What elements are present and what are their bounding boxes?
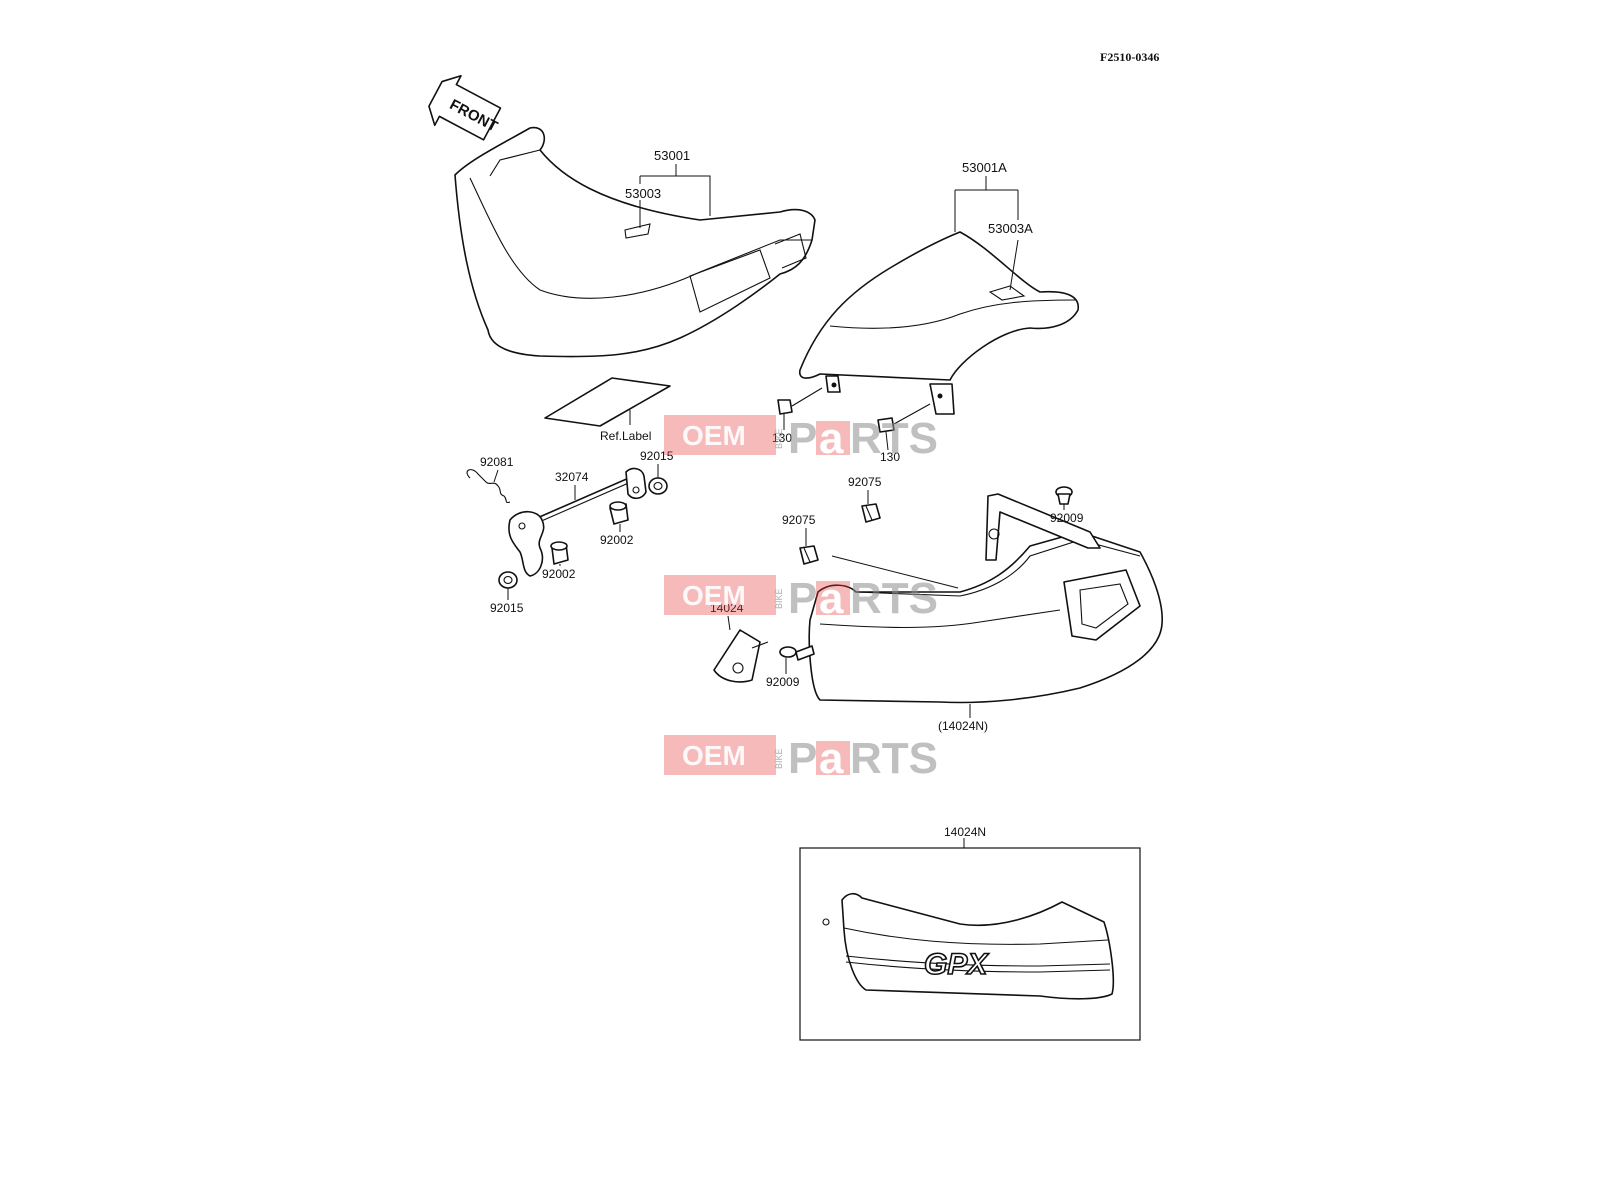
label-92081: 92081 [480, 455, 514, 469]
damper-92002-bottom [550, 541, 569, 565]
label-92002-bottom: 92002 [542, 567, 576, 581]
label-130-right: 130 [880, 450, 900, 464]
label-92075-lower: 92075 [782, 513, 816, 527]
spring-92081 [466, 469, 511, 504]
svg-text:BIKE: BIKE [774, 428, 784, 449]
label-92009-lower: 92009 [766, 675, 800, 689]
front-seat-latch [624, 223, 651, 239]
watermark-2: OEM BIKE P a RTS [664, 574, 938, 623]
rear-seat[interactable] [798, 231, 1079, 415]
nut-92075-upper [861, 503, 881, 523]
svg-text:RTS: RTS [850, 414, 938, 463]
inset-seat-cover [822, 892, 1115, 1000]
inset-box [799, 847, 1141, 1041]
label-92015-bottom: 92015 [490, 601, 524, 615]
watermark-1: OEM BIKE P a RTS [664, 414, 938, 463]
svg-text:RTS: RTS [850, 734, 938, 783]
svg-text:RTS: RTS [850, 574, 938, 623]
svg-text:BIKE: BIKE [774, 588, 784, 609]
nut-92075-lower [799, 545, 819, 565]
svg-text:P: P [788, 574, 817, 623]
label-92009-upper: 92009 [1050, 511, 1084, 525]
ref-label-plate [544, 377, 671, 427]
seat-cover-14024N[interactable] [808, 493, 1163, 704]
label-92015-top: 92015 [640, 449, 674, 463]
watermark-3: OEM BIKE P a RTS [664, 734, 938, 783]
svg-text:OEM: OEM [682, 420, 746, 451]
bolt-130-left [777, 387, 823, 415]
ref-label-text: Ref.Label [600, 429, 651, 443]
svg-text:a: a [819, 574, 844, 623]
label-53001: 53001 [654, 148, 690, 163]
rear-seat-latch [988, 285, 1026, 301]
bolt-130-right [877, 403, 931, 433]
front-seat[interactable] [454, 126, 816, 358]
svg-text:OEM: OEM [682, 580, 746, 611]
svg-text:P: P [788, 734, 817, 783]
label-53003: 53003 [625, 186, 661, 201]
label-92075-upper: 92075 [848, 475, 882, 489]
svg-text:P: P [788, 414, 817, 463]
collar-92015-bottom [498, 571, 518, 589]
inset-gpx-logo: GPX [924, 948, 989, 981]
label-92002-top: 92002 [600, 533, 634, 547]
label-14024N-ref: (14024N) [938, 719, 988, 733]
screw-92009-upper [1055, 486, 1073, 505]
svg-text:a: a [819, 414, 844, 463]
screw-92009-lower [779, 645, 815, 661]
label-32074: 32074 [555, 470, 589, 484]
svg-text:OEM: OEM [682, 740, 746, 771]
label-14024: 14024 [710, 601, 744, 615]
label-130-left: 130 [772, 431, 792, 445]
bracket-14024 [713, 629, 769, 683]
inset-title: 14024N [944, 825, 986, 839]
damper-92002-top [609, 501, 629, 525]
collar-92015-top [648, 477, 668, 495]
label-53001A: 53001A [962, 160, 1007, 175]
label-53003A: 53003A [988, 221, 1033, 236]
svg-text:BIKE: BIKE [774, 748, 784, 769]
rod-32074 [508, 467, 647, 577]
svg-text:a: a [819, 734, 844, 783]
diagram-code: F2510-0346 [1100, 50, 1159, 64]
front-arrow-icon: FRONT [428, 74, 502, 141]
